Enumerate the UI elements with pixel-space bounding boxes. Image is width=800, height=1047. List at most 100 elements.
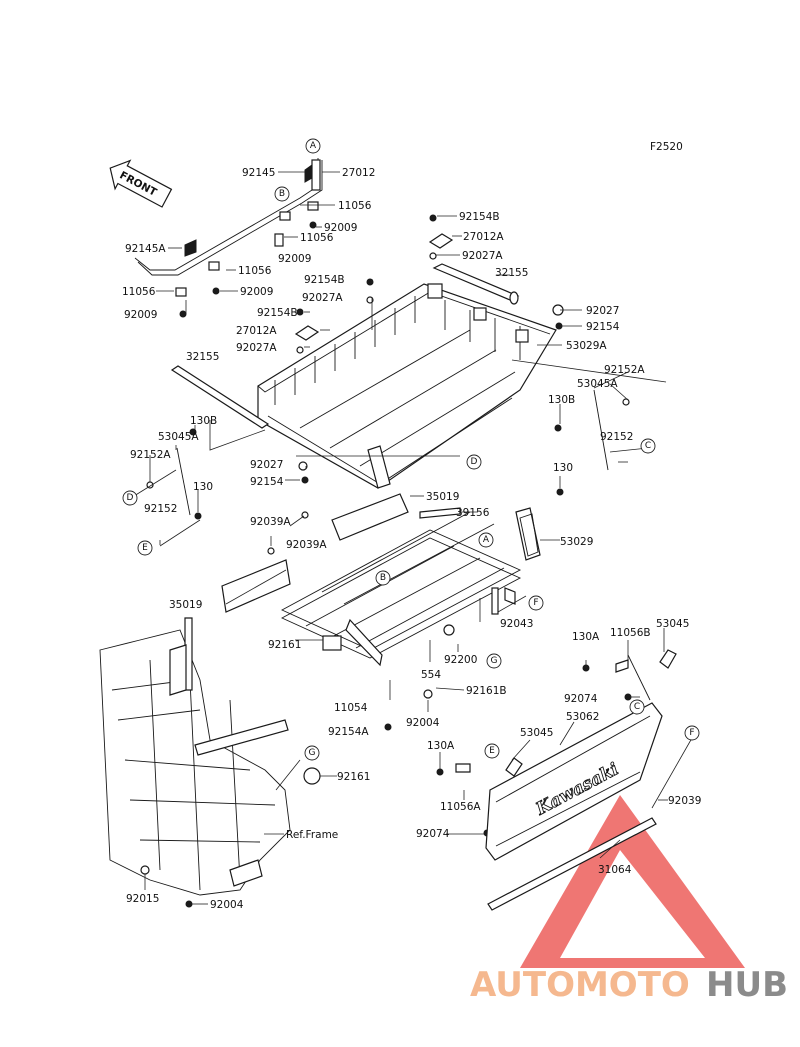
part-label: 32155	[495, 267, 528, 279]
part-labels: 92145 27012 11056 92009 11056 92145A 110…	[122, 167, 701, 911]
part-label: 92009	[124, 309, 157, 321]
part-label: 11054	[334, 702, 368, 714]
callout-g-bracket: G	[304, 745, 320, 761]
svg-text:C: C	[645, 441, 651, 451]
part-label: 27012A	[236, 325, 277, 337]
bar-32155-right	[432, 263, 520, 305]
watermark-text-b: HUB	[706, 965, 788, 1005]
watermark-logo: AUTOMOTO HUB	[470, 795, 788, 1005]
part-label: 92004	[210, 899, 244, 911]
part-label: 39156	[456, 507, 490, 519]
part-label: 92154B	[304, 274, 345, 286]
part-label: 92027	[586, 305, 619, 317]
cable-rod-assembly	[134, 158, 323, 318]
hardware	[140, 214, 632, 908]
part-label: 92161B	[466, 685, 507, 697]
part-label: 53045	[656, 618, 689, 630]
sub-frame	[280, 511, 522, 667]
bar-32155-left	[170, 365, 270, 429]
svg-text:G: G	[309, 748, 316, 758]
part-label: 11056A	[440, 801, 481, 813]
part-label: 92145	[242, 167, 275, 179]
part-label: 11056	[238, 265, 272, 277]
part-label: 11056	[338, 200, 372, 212]
part-label: 92152	[144, 503, 177, 515]
part-label: 92027A	[462, 250, 503, 262]
part-label: 92154	[250, 476, 284, 488]
part-label: 130B	[190, 415, 217, 427]
part-label: 92152A	[604, 364, 645, 376]
svg-text:D: D	[471, 457, 478, 467]
callout-d-bed: D	[466, 454, 482, 470]
figure-code: F2520	[650, 141, 683, 153]
part-label: 27012	[342, 167, 375, 179]
part-label: 92154	[586, 321, 620, 333]
rod-31064	[487, 817, 657, 911]
part-label: 92154B	[459, 211, 500, 223]
part-label: 31064	[598, 864, 632, 876]
side-rail-53029	[515, 507, 541, 561]
svg-text:A: A	[310, 141, 317, 151]
part-label: 35019	[426, 491, 459, 503]
vehicle-frame	[99, 617, 291, 896]
part-label: 11056	[122, 286, 156, 298]
part-label: 53029A	[566, 340, 607, 352]
watermark-text-a: AUTOMOTO	[470, 965, 690, 1005]
part-label: 92161	[337, 771, 370, 783]
part-label: 130	[193, 481, 213, 493]
part-label: 92004	[406, 717, 440, 729]
callout-g-frame: G	[486, 653, 502, 669]
part-label: 53062	[566, 711, 599, 723]
svg-text:D: D	[127, 493, 134, 503]
callout-b-frame: B	[375, 570, 391, 586]
part-label: 92039	[668, 795, 701, 807]
part-label: 92154A	[328, 726, 369, 738]
part-label: 92200	[444, 654, 477, 666]
svg-text:A: A	[483, 535, 490, 545]
cargo-bed	[257, 283, 557, 489]
callout-f-frame: F	[528, 595, 544, 611]
svg-text:C: C	[634, 702, 640, 712]
callout-f-tailgate: F	[684, 725, 700, 741]
callout-a-top: A	[305, 138, 321, 154]
part-label: 92027	[250, 459, 283, 471]
callout-e-latch: E	[484, 743, 500, 759]
part-label: 27012A	[463, 231, 504, 243]
part-label: 11056	[300, 232, 334, 244]
part-label: 53045A	[158, 431, 199, 443]
callout-c-right: C	[640, 438, 656, 454]
part-label: 92027A	[236, 342, 277, 354]
front-arrow: FRONT	[109, 159, 173, 208]
svg-text:B: B	[380, 573, 386, 583]
latch-rods	[176, 389, 677, 777]
callout-c-latch: C	[629, 699, 645, 715]
part-label: 11056B	[610, 627, 651, 639]
part-label: 92039A	[286, 539, 327, 551]
svg-text:G: G	[491, 656, 498, 666]
svg-text:F: F	[689, 728, 694, 738]
part-label: 92043	[500, 618, 533, 630]
callout-d-left: D	[122, 490, 138, 506]
part-label: 35019	[169, 599, 202, 611]
part-label: 92027A	[302, 292, 343, 304]
svg-text:E: E	[142, 543, 148, 553]
cover-35019-lower	[221, 559, 291, 613]
part-label: 92152A	[130, 449, 171, 461]
part-label: 92152	[600, 431, 633, 443]
callout-b-top: B	[274, 186, 290, 202]
part-label: 53045	[520, 727, 553, 739]
svg-text:E: E	[489, 746, 495, 756]
part-label: 53045A	[577, 378, 618, 390]
part-label: 92039A	[250, 516, 291, 528]
part-label: 554	[421, 669, 441, 681]
part-label: 130	[553, 462, 573, 474]
part-label: 130B	[548, 394, 575, 406]
svg-text:B: B	[279, 189, 285, 199]
part-label: 92015	[126, 893, 159, 905]
part-label: 92161	[268, 639, 301, 651]
leader-lines	[133, 171, 693, 905]
part-label: 130A	[427, 740, 455, 752]
part-label: 92009	[324, 222, 357, 234]
